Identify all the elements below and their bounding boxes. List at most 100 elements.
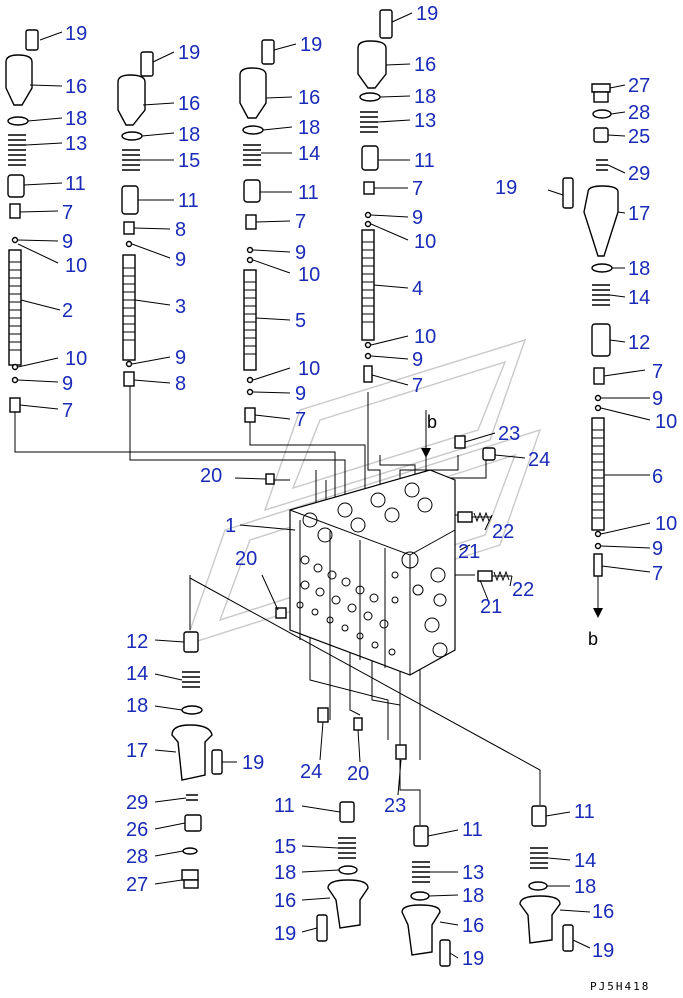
callout-6: 6 (652, 466, 663, 488)
callout-7: 7 (652, 361, 663, 383)
callout-7: 7 (412, 375, 423, 397)
spool-assembly-2 (5, 29, 39, 413)
spool-assembly-4 (357, 9, 393, 383)
callout-24: 24 (528, 449, 550, 471)
callout-26: 26 (126, 819, 148, 841)
callout-9: 9 (652, 538, 663, 560)
callout-10: 10 (298, 264, 320, 286)
callout-5: 5 (295, 310, 306, 332)
callout-17: 17 (628, 203, 650, 225)
bottom-cover-assembly-2 (401, 825, 451, 967)
direction-arrows (421, 430, 603, 618)
callout-7: 7 (62, 400, 73, 422)
callout-22: 22 (492, 521, 514, 543)
bottom-cover-assembly-left (171, 631, 223, 889)
callout-9: 9 (652, 388, 663, 410)
callout-10: 10 (298, 358, 320, 380)
callout-18: 18 (65, 108, 87, 130)
spool-assembly-3 (117, 51, 154, 387)
callout-19: 19 (495, 177, 517, 199)
callout-19: 19 (65, 23, 87, 45)
callout-23: 23 (384, 795, 406, 817)
callout-29: 29 (126, 792, 148, 814)
callout-19: 19 (462, 948, 484, 970)
callout-18: 18 (628, 258, 650, 280)
callout-18: 18 (574, 876, 596, 898)
callout-12: 12 (628, 332, 650, 354)
callout-7: 7 (412, 178, 423, 200)
arrow-down-icon (593, 608, 603, 618)
callout-4: 4 (412, 278, 423, 300)
callout-10: 10 (655, 513, 677, 535)
callout-16: 16 (462, 915, 484, 937)
callout-10: 10 (414, 326, 436, 348)
callout-9: 9 (62, 231, 73, 253)
callout-17: 17 (126, 740, 148, 762)
arrow-down-icon (421, 448, 431, 458)
callout-16: 16 (414, 54, 436, 76)
callout-11: 11 (414, 150, 435, 172)
callout-18: 18 (274, 862, 296, 884)
callout-18: 18 (414, 86, 436, 108)
control-valve-block (289, 469, 456, 676)
callout-9: 9 (295, 242, 306, 264)
spool-assembly-5 (239, 39, 275, 423)
callout-9: 9 (412, 349, 423, 371)
spool-assembly-6 (562, 83, 619, 577)
callout-14: 14 (298, 143, 320, 165)
callout-20: 20 (347, 763, 369, 785)
callout-18: 18 (298, 117, 320, 139)
callout-16: 16 (592, 901, 614, 923)
callout-8: 8 (175, 219, 186, 241)
callout-2: 2 (62, 300, 73, 322)
callout-20: 20 (235, 548, 257, 570)
callout-11: 11 (574, 801, 595, 823)
callout-7: 7 (295, 409, 306, 431)
callout-13: 13 (65, 133, 87, 155)
callout-23: 23 (498, 423, 520, 445)
callout-18: 18 (178, 124, 200, 146)
callout-19: 19 (178, 42, 200, 64)
callout-labels: 19 16 18 13 11 7 9 10 2 10 9 7 19 16 18 … (62, 3, 677, 970)
drawing-code: PJ5H418 (590, 980, 650, 993)
callout-19: 19 (416, 3, 438, 25)
callout-20: 20 (200, 465, 222, 487)
callout-19: 19 (242, 752, 264, 774)
callout-11: 11 (178, 190, 199, 212)
callout-10: 10 (414, 231, 436, 253)
callout-7: 7 (652, 563, 663, 585)
callout-15: 15 (178, 150, 200, 172)
callout-11: 11 (65, 173, 86, 195)
callout-19: 19 (592, 940, 614, 962)
callout-7: 7 (295, 211, 306, 233)
callout-14: 14 (628, 287, 650, 309)
callout-3: 3 (175, 296, 186, 318)
callout-25: 25 (628, 126, 650, 148)
callout-9: 9 (175, 347, 186, 369)
callout-16: 16 (274, 890, 296, 912)
callout-27: 27 (126, 874, 148, 896)
callout-16: 16 (298, 87, 320, 109)
callout-1: 1 (225, 515, 236, 537)
callout-18: 18 (462, 885, 484, 907)
callout-13: 13 (414, 110, 436, 132)
callout-8: 8 (175, 373, 186, 395)
callout-28: 28 (628, 102, 650, 124)
callout-11: 11 (462, 819, 483, 841)
callout-12: 12 (126, 631, 148, 653)
arrow-label-b: b (588, 629, 598, 649)
arrow-label-b: b (427, 412, 437, 432)
callout-15: 15 (274, 836, 296, 858)
callout-13: 13 (462, 862, 484, 884)
bottom-cover-assembly-1 (316, 801, 369, 942)
callout-21: 21 (458, 541, 480, 563)
bottom-cover-assembly-3 (519, 805, 574, 952)
callout-18: 18 (126, 695, 148, 717)
callout-14: 14 (126, 663, 148, 685)
callout-11: 11 (298, 182, 319, 204)
callout-21: 21 (480, 596, 502, 618)
callout-24: 24 (300, 761, 322, 783)
callout-9: 9 (412, 207, 423, 229)
callout-9: 9 (295, 383, 306, 405)
